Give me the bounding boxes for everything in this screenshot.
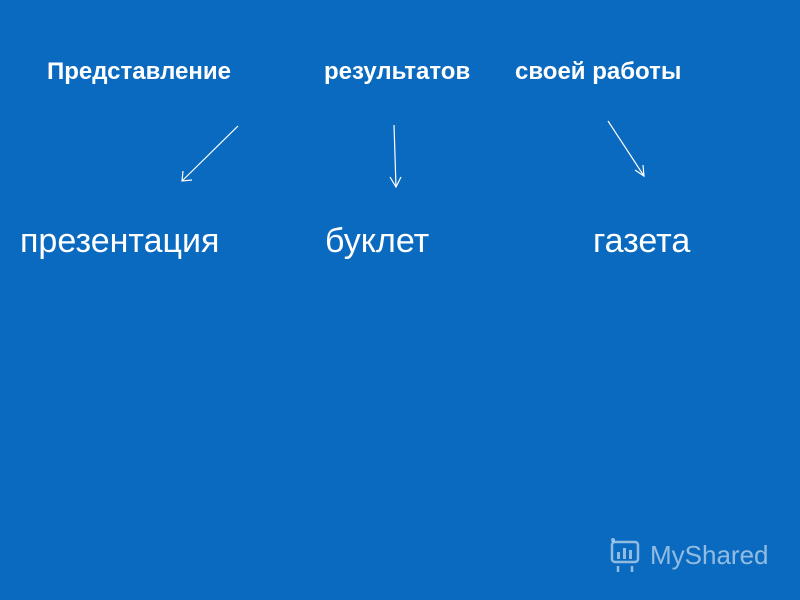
arrow-to-booklet: [389, 124, 402, 189]
item-newspaper: газета: [593, 222, 691, 260]
title-word-1: Представление: [47, 58, 231, 85]
item-booklet: буклет: [325, 222, 430, 260]
title-word-2: результатов: [324, 58, 471, 85]
item-presentation: презентация: [20, 222, 220, 260]
watermark: MyShared: [606, 536, 786, 576]
presentation-board-icon: [610, 538, 640, 572]
title-word-3: своей работы: [515, 58, 682, 85]
watermark-text: MyShared: [650, 540, 769, 570]
arrow-to-newspaper: [607, 120, 645, 178]
slide-title: Представление результатов своей работы: [0, 58, 800, 98]
arrow-to-presentation: [181, 125, 239, 182]
